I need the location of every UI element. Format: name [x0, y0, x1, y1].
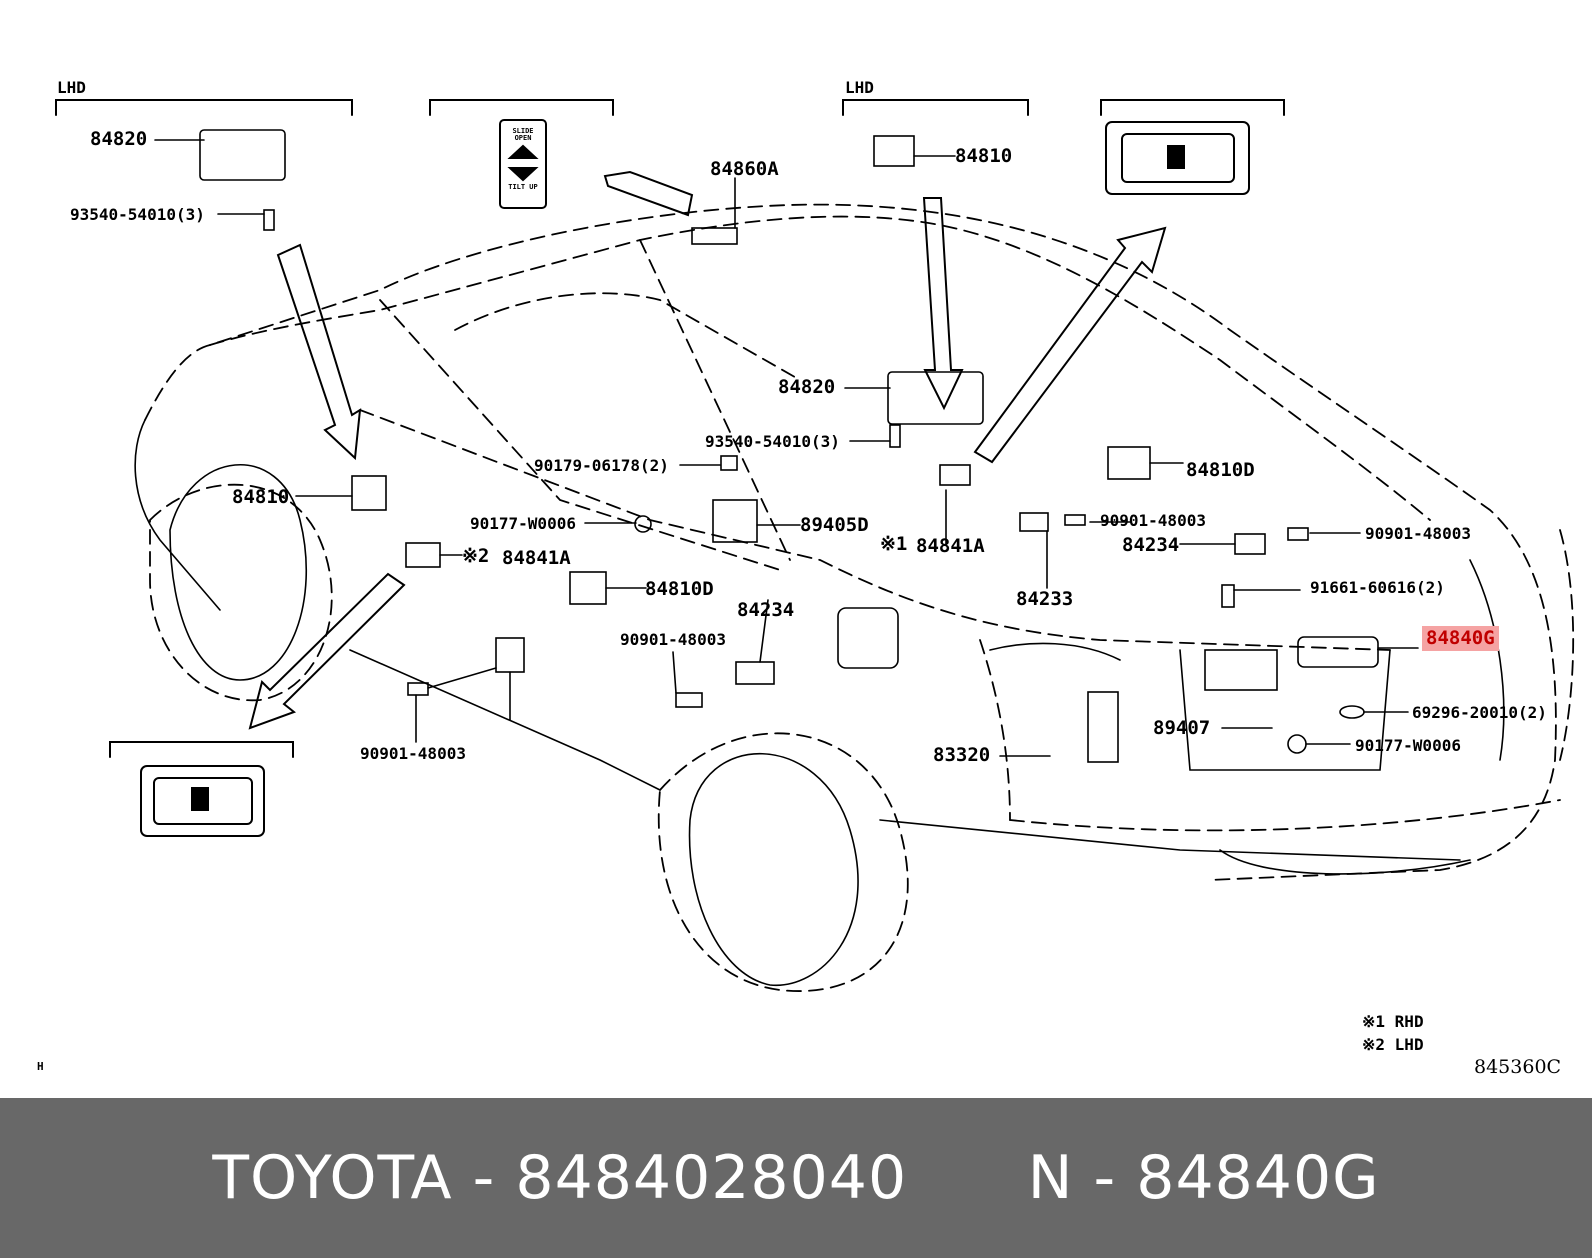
diagram-code: 845360C: [1474, 1056, 1562, 1078]
part-info-text: TOYOTA - 8484028040 N - 84840G: [212, 1143, 1379, 1213]
sunroof-switch-panel: [499, 119, 547, 209]
part-84841A-left[interactable]: 84841A: [502, 547, 571, 569]
spacer: [907, 1143, 1027, 1213]
left-corner-mark: H: [37, 1060, 44, 1073]
part-84234-right[interactable]: 84234: [1122, 534, 1180, 556]
part-84233-right[interactable]: 84233: [1016, 588, 1074, 610]
part-89407[interactable]: 89407: [1153, 717, 1211, 739]
part-84810D-right[interactable]: 84810D: [1186, 459, 1255, 481]
part-90901-a[interactable]: 90901-48003: [1100, 511, 1206, 530]
part-93540-top[interactable]: 93540-54010(3): [70, 205, 205, 224]
part-90901-b[interactable]: 90901-48003: [1365, 524, 1471, 543]
ref-prefix: N: [1027, 1143, 1074, 1213]
part-84860A[interactable]: 84860A: [710, 158, 779, 180]
part-93540-mid[interactable]: 93540-54010(3): [705, 432, 840, 451]
separator: -: [452, 1143, 516, 1213]
part-89405D[interactable]: 89405D: [800, 514, 869, 536]
parts-diagram: LHD LHD SLIDE OPEN TILT UP 84820 93540-5…: [37, 78, 1575, 1078]
part-84820-mid[interactable]: 84820: [778, 376, 836, 398]
part-69296[interactable]: 69296-20010(2): [1412, 703, 1547, 722]
header-lhd-left: LHD: [57, 78, 86, 97]
note-mark-2: ※2: [462, 545, 490, 567]
power-window-master-switch: [887, 371, 984, 425]
separator: -: [1073, 1143, 1137, 1213]
part-90177-right[interactable]: 90177-W0006: [1355, 736, 1461, 755]
part-84810D-left[interactable]: 84810D: [645, 578, 714, 600]
part-number: 8484028040: [515, 1143, 908, 1213]
part-84840G-highlighted[interactable]: 84840G: [1422, 626, 1499, 651]
part-90901-c[interactable]: 90901-48003: [620, 630, 726, 649]
part-90901-d[interactable]: 90901-48003: [360, 744, 466, 763]
part-84810-top[interactable]: 84810: [955, 145, 1013, 167]
ref-code: 84840G: [1136, 1143, 1380, 1213]
part-84810-left[interactable]: 84810: [232, 486, 290, 508]
switch-text-top: SLIDE OPEN: [512, 127, 534, 142]
part-91661[interactable]: 91661-60616(2): [1310, 578, 1445, 597]
header-lhd-right: LHD: [845, 78, 874, 97]
part-info-footer: TOYOTA - 8484028040 N - 84840G: [0, 1098, 1592, 1258]
car-outline-drawing: [55, 99, 1575, 992]
note-mark-1: ※1: [880, 533, 908, 555]
part-84234-left[interactable]: 84234: [737, 599, 795, 621]
power-window-master-switch-lhd: [199, 129, 286, 181]
note-lhd: ※2 LHD: [1362, 1035, 1424, 1054]
part-90179[interactable]: 90179-06178(2): [534, 456, 669, 475]
part-90177-left[interactable]: 90177-W0006: [470, 514, 576, 533]
part-84820-top[interactable]: 84820: [90, 128, 148, 150]
part-83320[interactable]: 83320: [933, 744, 991, 766]
note-rhd: ※1 RHD: [1362, 1012, 1424, 1031]
part-84841A-right[interactable]: 84841A: [916, 535, 985, 557]
brand-name: TOYOTA: [212, 1143, 453, 1213]
switch-text-bottom: TILT UP: [508, 183, 538, 191]
